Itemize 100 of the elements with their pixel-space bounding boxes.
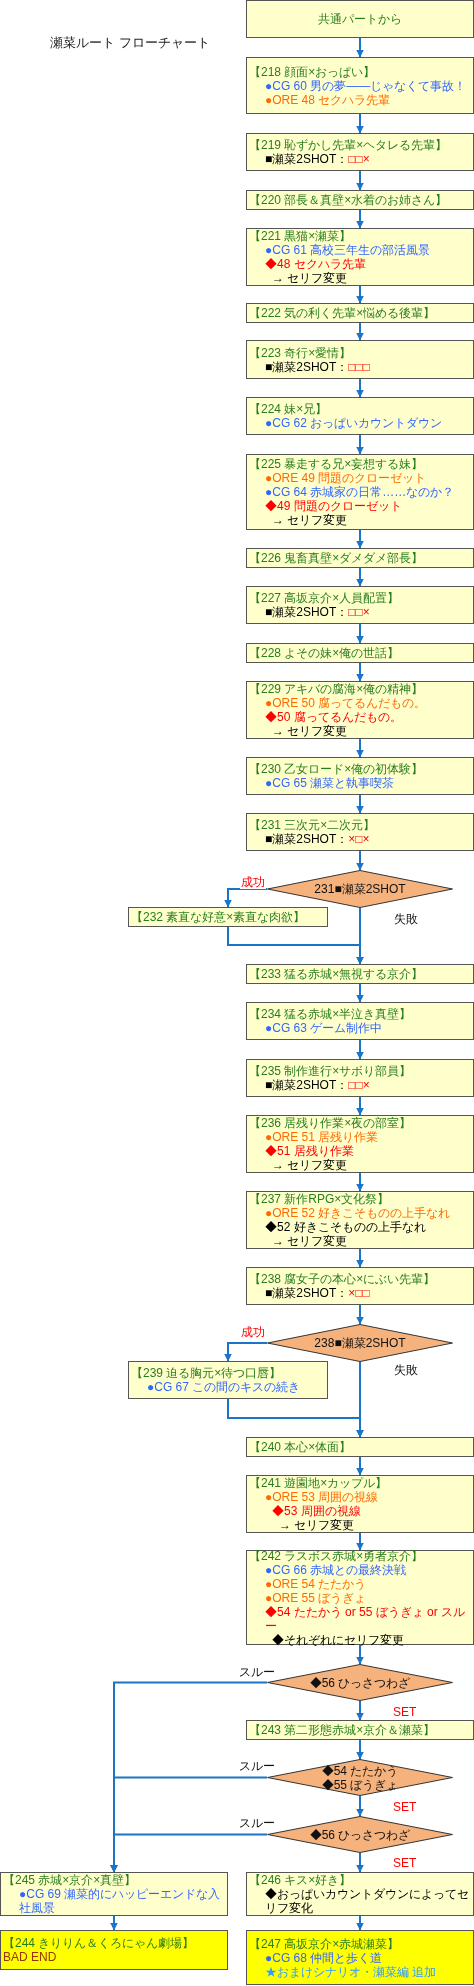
- decision-label: 238■瀬菜2SHOT: [314, 1336, 406, 1350]
- scene-box: [246, 133, 474, 171]
- choice-item: ◆51 居残り作業: [265, 1144, 354, 1158]
- arrow: [356, 1172, 364, 1192]
- scene-title: 【235 制作進行×サボり部員】: [249, 1064, 412, 1078]
- scene-box: [246, 303, 474, 323]
- ore-item: ●ORE 54 たたかう: [265, 1576, 367, 1591]
- arrow: [356, 209, 364, 229]
- scene-title: 【236 居残り作業×夜の部室】: [249, 1116, 412, 1130]
- arrow: [356, 170, 364, 191]
- scene-box: [246, 57, 474, 114]
- edge-label: SET: [392, 1705, 418, 1719]
- shot-result: ×□□: [348, 1286, 370, 1300]
- arrow: [356, 1456, 364, 1476]
- arrow: [356, 1644, 364, 1665]
- edge-label: 失敗: [393, 912, 419, 926]
- decision-label: ◆56 ひっさつわざ: [309, 1675, 411, 1690]
- scene-box: [246, 757, 474, 795]
- scene-box: [246, 586, 474, 624]
- dialogue-note: → セリフ変更: [272, 724, 348, 738]
- scene-box: [0, 1872, 228, 1916]
- dialogue-note: → セリフ変更: [272, 1158, 348, 1172]
- shot-result: □□×: [348, 1078, 370, 1092]
- cg-item: ●CG 66 赤城との最終決戦: [265, 1562, 407, 1577]
- scene-title: 【229 アキバの腐海×俺の精神】: [249, 682, 424, 696]
- scene-box: [246, 1550, 474, 1645]
- arrow: [356, 662, 364, 682]
- scene-box: [128, 1361, 328, 1399]
- ore-item: ●ORE 50 腐ってるんだもの。: [265, 696, 427, 710]
- scene-title: 【247 高坂京介×赤城瀬菜】: [249, 1936, 400, 1951]
- scene-title: 【234 猛る赤城×半泣き真壁】: [249, 1007, 412, 1021]
- arrow: [356, 567, 364, 587]
- shot-label: ■瀬菜2SHOT：: [265, 1078, 349, 1092]
- arrow: [356, 1852, 364, 1873]
- scene-title: 【219 恥ずかし先輩×ヘタレる先輩】: [249, 138, 448, 152]
- bonus-item: ★おまけシナリオ・瀬菜編 追加: [265, 1964, 437, 1979]
- scene-title: 【245 赤城×京介×真壁】: [3, 1873, 137, 1887]
- arrow: [356, 322, 364, 341]
- scene-box: [246, 1437, 474, 1457]
- shot-result: □□□: [348, 359, 370, 374]
- choice-item: ◆48 セクハラ先輩: [265, 257, 366, 271]
- arrow: [356, 794, 364, 814]
- scene-title: 【237 新作RPG×文化祭】: [249, 1192, 390, 1206]
- arrow: [356, 113, 364, 134]
- scene-box: [128, 907, 328, 927]
- shot-result: □□×: [348, 605, 370, 619]
- decision-label: 231■瀬菜2SHOT: [314, 882, 406, 896]
- arrow: [356, 529, 364, 549]
- scene-title: 【221 黒猫×瀬菜】: [249, 229, 352, 243]
- scene-box: [246, 397, 474, 435]
- choice-item: ◆おっぱいカウントダウンによってセリフ変化: [265, 1887, 470, 1915]
- scene-box: [246, 813, 474, 851]
- scene-title: 【240 本心×体面】: [249, 1440, 352, 1454]
- dialogue-note: → セリフ変更: [279, 1518, 355, 1532]
- scene-box: [246, 0, 474, 38]
- arrow: [356, 434, 364, 455]
- decision-diamond: [267, 1324, 453, 1362]
- cg-item: ●CG 60 男の夢——じゃなくて事故！: [265, 78, 467, 93]
- shot-result: ×□×: [348, 832, 370, 846]
- shot-label: ■瀬菜2SHOT：: [265, 152, 349, 166]
- cg-item: ●CG 69 瀬菜的にハッピーエンドな入社風景: [19, 1887, 222, 1915]
- diagram-title: 瀬菜ルート フローチャート: [50, 36, 210, 50]
- scene-box: [246, 454, 474, 530]
- scene-box: [246, 190, 474, 210]
- ore-item: ●ORE 51 居残り作業: [265, 1130, 379, 1144]
- scene-box: [246, 1872, 474, 1916]
- scene-title: 【226 鬼畜真壁×ダメダメ部長】: [249, 551, 424, 565]
- scene-title: 【238 腐女子の本心×にぶい先輩】: [249, 1272, 436, 1286]
- scene-title: 【227 高坂京介×人員配置】: [249, 591, 400, 605]
- scene-title: 【218 顔面×おっぱい】: [249, 64, 376, 79]
- shot-label: ■瀬菜2SHOT：: [265, 832, 349, 846]
- edge-label: 失敗: [393, 1363, 419, 1377]
- shot-label: ■瀬菜2SHOT：: [265, 1286, 349, 1300]
- arrow: [110, 1833, 268, 1873]
- cg-item: ●CG 67 この間のキスの続き: [147, 1380, 301, 1394]
- arrow: [356, 378, 364, 398]
- shot-label: ■瀬菜2SHOT：: [265, 605, 349, 619]
- scene-title: 【228 よその妹×俺の世話】: [249, 646, 400, 660]
- scene-title: 【230 乙女ロード×俺の初体験】: [249, 762, 424, 776]
- scene-title: 【232 素直な好意×素直な肉欲】: [131, 910, 306, 924]
- cg-item: ●CG 64 赤城家の日常……なのか？: [265, 485, 455, 499]
- cg-item: ●CG 68 仲間と歩く道: [265, 1950, 383, 1965]
- scene-title: 【231 三次元×二次元】: [249, 818, 376, 832]
- edge-label: 成功: [240, 1325, 266, 1339]
- arrow: [356, 1700, 364, 1721]
- arrow: [356, 1739, 364, 1760]
- scene-title: 【239 迫る胸元×待つ口唇】: [131, 1366, 282, 1380]
- choice-note: ◆それぞれにセリフ変更: [272, 1632, 404, 1647]
- dialogue-note: → セリフ変更: [272, 1234, 348, 1248]
- scene-title: 【225 暴走する兄×妄想する妹】: [249, 457, 424, 471]
- edge-label: スルー: [238, 1759, 276, 1773]
- arrow: [356, 1096, 364, 1116]
- scene-title: 【224 妹×兄】: [249, 402, 328, 416]
- cg-item: ●CG 65 瀬菜と執事喫茶: [265, 776, 395, 790]
- scene-box: [246, 1930, 474, 1985]
- edge-label: スルー: [238, 1665, 276, 1679]
- edge-label: スルー: [238, 1816, 276, 1830]
- scene-title: 【220 部長＆真壁×水着のお姉さん】: [249, 193, 448, 207]
- scene-box: [246, 1002, 474, 1040]
- decision-label: ◆54 たたかう: [321, 1763, 399, 1778]
